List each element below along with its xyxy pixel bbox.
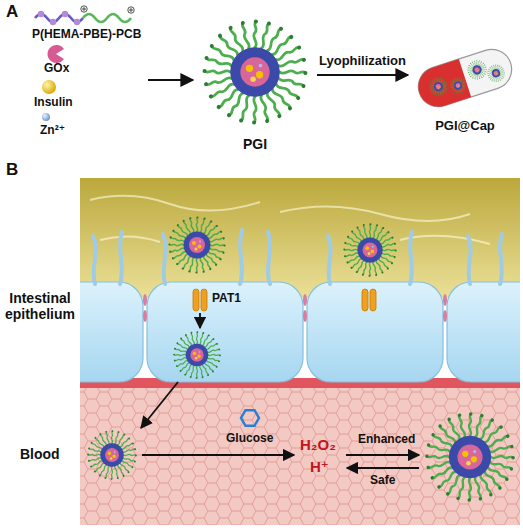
illustration-circle [81,6,87,12]
illustration-line [347,467,419,469]
illustration-path [328,236,331,284]
node-text: PGI [243,136,267,152]
illustration-path [163,234,166,284]
illustration-circle [128,7,134,13]
illustration-path [500,234,502,284]
illustration-use [343,223,396,276]
edge-label: Lyophilization [319,54,406,69]
illustration-ellipse [143,310,147,322]
illustration-rect [201,289,207,311]
illustration-rect [80,378,520,388]
illustration-ellipse [303,294,307,306]
arrow-connector [148,79,193,81]
illustration-g [93,230,502,284]
illustration-g [80,282,520,382]
illustration-polygon [241,410,259,426]
arrow-label: Safe [370,474,395,488]
illustration-rect [80,178,520,298]
illustration-path [413,59,471,112]
panel-letter: B [6,160,18,180]
illustration-circle [74,19,80,25]
illustration-rect [80,385,520,525]
illustration-rect [307,282,443,382]
illustration-line [142,454,294,456]
illustration-use [87,430,137,480]
illustration-path [129,8,133,12]
illustration-rect [362,289,368,311]
illustration-rect [193,289,199,311]
zinc-icon [42,113,50,121]
illustration-rect [413,44,517,112]
illustration-path [83,14,131,22]
illustration-rect [370,289,376,311]
illustration-circle [38,11,44,17]
illustration-g [143,294,447,322]
region-label: Blood [20,446,60,462]
intestine-scene [80,178,520,525]
node-text: GOx [44,62,69,76]
node-text: Insulin [34,96,73,110]
ingredient-list: P(HEMA-PBE)-PCB GOxInsulinZn²⁺ [28,6,146,144]
transporter-label: PAT1 [212,292,241,306]
illustration-path [240,230,242,284]
illustration-use [485,62,507,84]
arrow-connector [317,74,408,76]
illustration-g [141,313,419,468]
illustration-use [426,75,450,99]
panel-letter: A [6,2,18,22]
polymer-icon [35,6,134,25]
illustration-path [120,232,122,284]
illustration-ellipse [303,310,307,322]
illustration-rect [147,282,303,382]
illustration-line [346,454,419,456]
illustration-path [268,232,270,284]
pgi-micelle [203,20,308,125]
illustration-ellipse [143,294,147,306]
illustration-path [90,196,490,244]
illustration-rect [447,282,520,382]
insulin-icon [42,80,56,94]
illustration-ellipse [443,310,447,322]
molecule-label: H₂O₂ [300,436,336,453]
illustration-path [93,236,96,284]
illustration-circle [62,11,68,17]
node-text: P(HEMA-PBE)-PCB [32,28,141,42]
capsule [413,44,517,112]
arrow-label: Enhanced [358,433,415,447]
region-label: Intestinal epithelium [1,290,79,322]
illustration-ellipse [443,294,447,306]
micelle-node: PGI [195,14,315,154]
illustration-line [199,313,201,328]
capsule-node: PGI@Cap [410,40,520,138]
node-text: PGI@Cap [435,119,495,134]
gox-icon [48,45,64,63]
illustration-g [193,289,376,311]
illustration-use [425,412,515,502]
molecule-label: H⁺ [310,458,329,475]
illustration-circle [50,19,56,25]
illustration-path [410,232,412,284]
illustration-use [465,58,489,82]
illustration-path [82,7,86,11]
illustration-path [48,45,64,63]
illustration-use [447,75,469,97]
molecule-label: Glucose [226,432,273,446]
illustration-use [173,331,221,379]
illustration-use [168,216,225,273]
illustration-rect [80,282,143,382]
illustration-rect [80,385,520,525]
illustration-path [468,236,471,284]
illustration-line [141,382,178,428]
node-text: Zn²⁺ [40,124,65,138]
